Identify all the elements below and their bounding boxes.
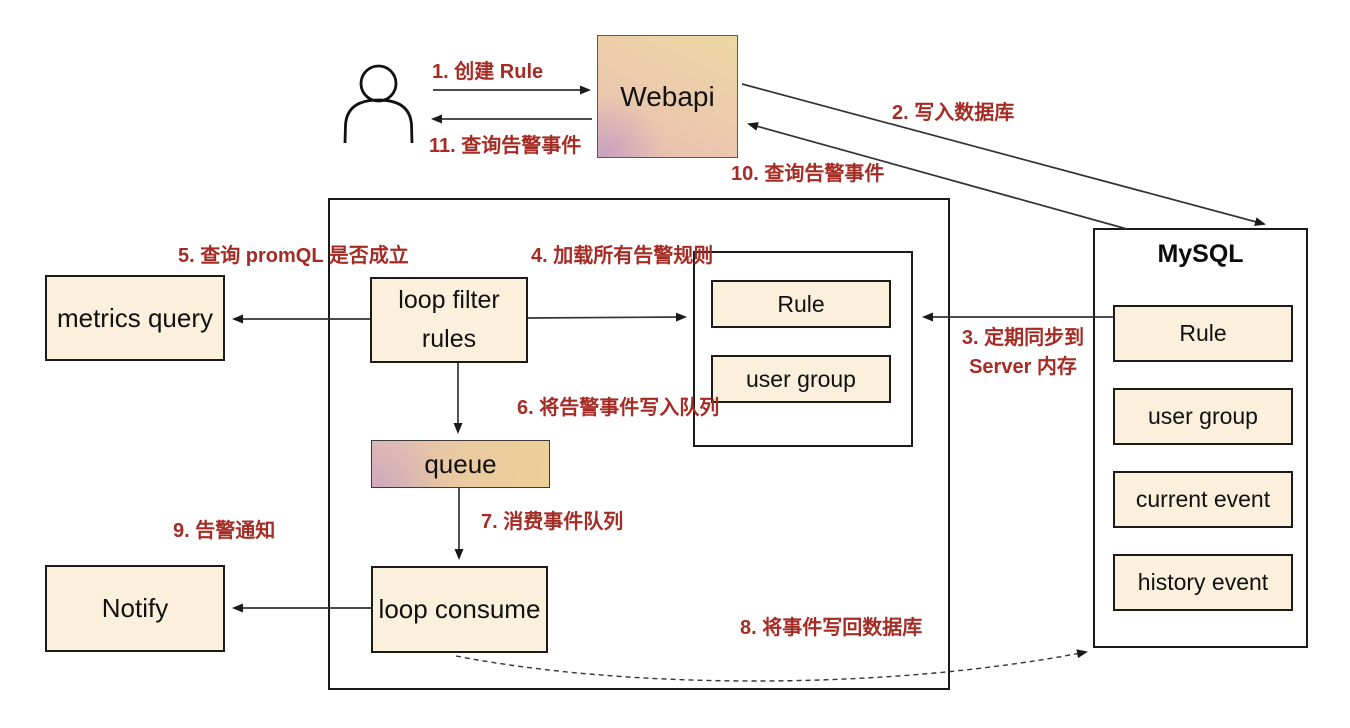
memory-rule-label: Rule [777, 290, 825, 317]
mysql-table-history-event: history event [1113, 554, 1293, 611]
loop-consume-box: loop consume [371, 566, 548, 653]
webapi-box: Webapi [597, 35, 738, 158]
mysql-table-history-event-label: history event [1137, 569, 1269, 595]
flow-label-10: 10. 查询告警事件 [731, 163, 885, 185]
mysql-table-user-group-label: user group [1148, 403, 1258, 429]
queue-box: queue [371, 440, 550, 488]
queue-label: queue [424, 448, 497, 479]
person-icon [343, 64, 414, 144]
flow-label-11: 11. 查询告警事件 [429, 135, 582, 157]
memory-user-group-label: user group [746, 365, 856, 392]
loop-filter-label-line2: rules [421, 325, 477, 353]
loop-filter-rules-box: loop filter rules [370, 277, 528, 363]
server-container [328, 198, 950, 690]
mysql-table-user-group: user group [1113, 388, 1293, 445]
loop-filter-label-line1: loop filter [398, 286, 500, 314]
loop-consume-label: loop consume [378, 594, 541, 624]
flow-label-5: 5. 查询 promQL 是否成立 [178, 245, 409, 267]
metrics-query-label: metrics query [56, 302, 214, 333]
webapi-label: Webapi [620, 80, 715, 112]
flow-label-7: 7. 消费事件队列 [481, 511, 624, 533]
flow-label-8: 8. 将事件写回数据库 [740, 617, 923, 639]
flow-label-1: 1. 创建 Rule [432, 61, 544, 83]
memory-rule-box: Rule [711, 280, 891, 328]
mysql-table-rule-label: Rule [1179, 320, 1227, 346]
flow-label-9: 9. 告警通知 [173, 520, 276, 542]
flow-label-3-line2: Server 内存 [969, 356, 1077, 378]
flow-label-3-line1: 3. 定期同步到 [961, 327, 1085, 349]
mysql-table-rule: Rule [1113, 305, 1293, 362]
notify-box: Notify [45, 565, 225, 652]
mysql-table-current-event: current event [1113, 471, 1293, 528]
memory-user-group-box: user group [711, 355, 891, 403]
notify-label: Notify [101, 593, 169, 623]
mysql-title: MySQL [1157, 240, 1244, 268]
flow-label-6: 6. 将告警事件写入队列 [517, 397, 720, 419]
flow-label-2: 2. 写入数据库 [892, 102, 1015, 124]
flow-label-4: 4. 加载所有告警规则 [531, 245, 714, 267]
mysql-table-current-event-label: current event [1135, 486, 1271, 512]
metrics-query-box: metrics query [45, 275, 225, 361]
flow-label-3: 3. 定期同步到 Server 内存 [950, 324, 1096, 382]
